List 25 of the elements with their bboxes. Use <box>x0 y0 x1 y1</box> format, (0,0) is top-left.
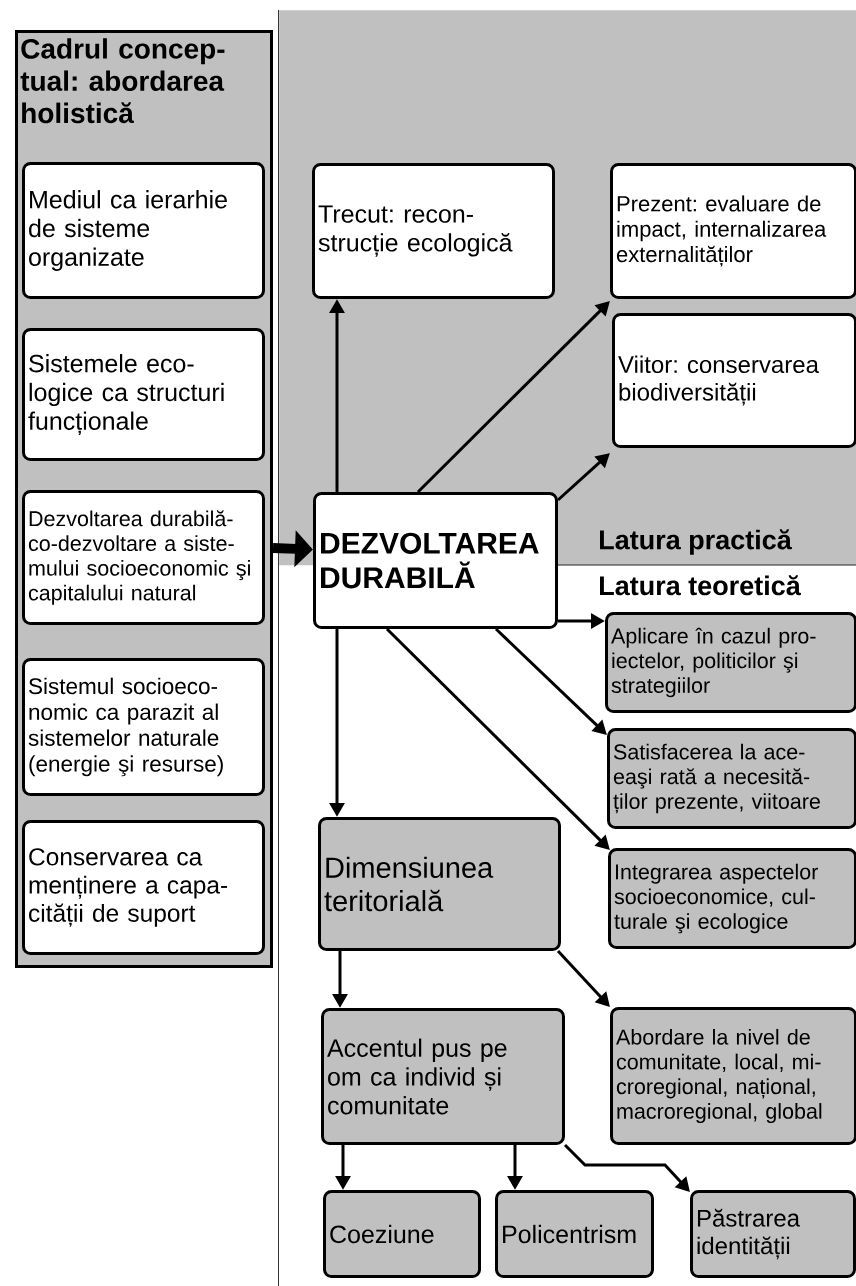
section-heading: Latura teoretică <box>600 575 801 596</box>
text-box: Policentrism <box>495 1190 654 1278</box>
text-box: Conservarea ca menținere a capa- cității de suport <box>22 820 265 955</box>
text-box: Mediul ca ierarhie de sisteme organizate <box>22 162 265 299</box>
text-box: Satisfacerea la ace- eaşi rată a necesită- ților prezente, viitoare <box>607 728 856 829</box>
arrow <box>416 301 610 494</box>
central-box: DEZVOLTAREA DURABILĂ <box>313 492 558 629</box>
text-box: Integrarea aspectelor socioeconomice, cul- turale şi ecologice <box>608 848 856 949</box>
text-box: Coeziune <box>323 1190 481 1278</box>
arrow <box>556 950 610 1007</box>
text-box: Dezvoltarea durabilă- co-dezvoltare a siste- mului socioeconomic şi capitalului natural <box>22 490 265 625</box>
text-box: Aplicare în cazul pro- iectelor, politicilor şi strategiilor <box>605 612 856 713</box>
text-box: Trecut: recon- strucție ecologică <box>312 163 555 299</box>
text-box: Sistemele eco- logice ca structuri funcționale <box>22 328 265 461</box>
text-box: Dimensiunea teritorială <box>318 817 561 951</box>
text-box: Viitor: conservarea biodiversității <box>612 313 856 448</box>
arrow <box>563 1143 690 1192</box>
text-box: Păstrarea identității <box>690 1190 856 1278</box>
arrow <box>557 453 610 502</box>
arrow <box>385 627 610 850</box>
text-box: Prezent: evaluare de impact, internalizarea externalităților <box>610 163 856 299</box>
text-box: Accentul pus pe om ca individ și comunitate <box>321 1008 565 1145</box>
text-box: Sistemul socioeco- nomic ca parazit al sistemelor naturale (energie şi resurse) <box>22 658 265 796</box>
text-box: Abordare la nivel de comunitate, local, mi- croregional, național, macroregional, global <box>610 1007 856 1145</box>
arrow <box>494 627 607 735</box>
